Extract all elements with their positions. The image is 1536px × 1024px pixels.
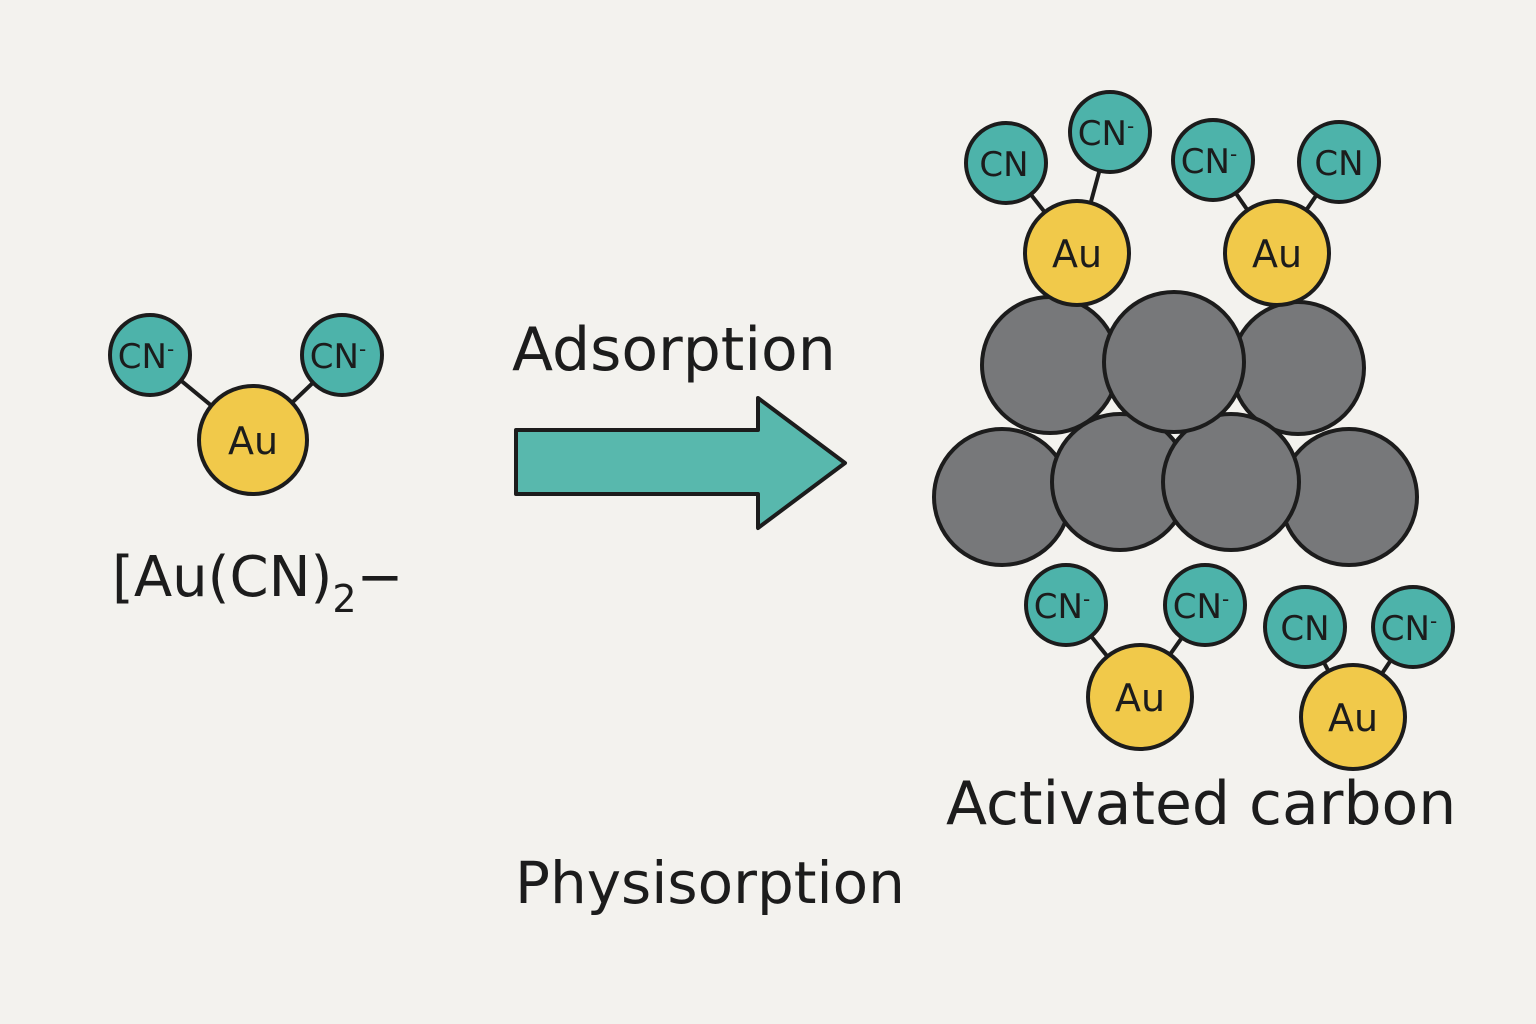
gold-atom (1023, 199, 1131, 307)
ligand-label: CN (979, 145, 1028, 185)
gold-label: Au (1052, 232, 1102, 276)
free-complex: CN- CN- Au [Au(CN)2− (108, 313, 403, 621)
cyanide-ligand (1263, 585, 1347, 669)
gold-atom (1086, 643, 1194, 751)
cyanide-ligand (300, 313, 384, 397)
ligand-label: CN- (1078, 114, 1134, 154)
ligand-label: CN (1314, 144, 1363, 184)
cyanide-ligand (1163, 563, 1247, 647)
gold-atom (197, 384, 309, 496)
cyanide-ligand (1371, 585, 1455, 669)
right-arrow-icon (514, 396, 847, 530)
ligand-label: CN (1280, 609, 1329, 649)
cyanide-ligand (1297, 120, 1381, 204)
carbon-label: Activated carbon (946, 769, 1456, 839)
ligand-label: CN- (1181, 142, 1237, 182)
cyanide-ligand (964, 121, 1048, 205)
carbon-particle (1102, 290, 1246, 434)
cyanide-ligand (1171, 118, 1255, 202)
physisorption-label: Physisorption (515, 849, 905, 917)
adsorbed-complex-bottom-right: CN CN- Au (1263, 585, 1455, 771)
carbon-particle (1279, 427, 1419, 567)
adsorbed-complex-top-left: CN CN- (964, 90, 1152, 255)
adsorption-label: Adsorption (512, 315, 836, 385)
gold-atom (1223, 199, 1331, 307)
gold-label: Au (1328, 696, 1378, 740)
gold-label: Au (1115, 676, 1165, 720)
gold-label: Au (228, 419, 278, 463)
ligand-label: CN- (118, 337, 174, 377)
carbon-particle (1230, 300, 1366, 436)
gold-label: Au (1252, 232, 1302, 276)
ligand-label: CN- (1381, 609, 1437, 649)
ligand-label: CN- (310, 337, 366, 377)
cyanide-ligand (1024, 563, 1108, 647)
complex-formula: [Au(CN)2− (112, 545, 403, 621)
gold-atom (1299, 663, 1407, 771)
cyanide-ligand (108, 313, 192, 397)
ligand-label: CN- (1034, 587, 1090, 627)
carbon-particle (1161, 412, 1301, 552)
adsorbed-complex-bottom-left: CN- CN- Au (1024, 563, 1247, 751)
carbon-particle (980, 295, 1120, 435)
cyanide-ligand (1068, 90, 1152, 174)
ligand-label: CN- (1173, 587, 1229, 627)
carbon-particle-cluster (932, 290, 1419, 567)
carbon-particle (932, 427, 1072, 567)
